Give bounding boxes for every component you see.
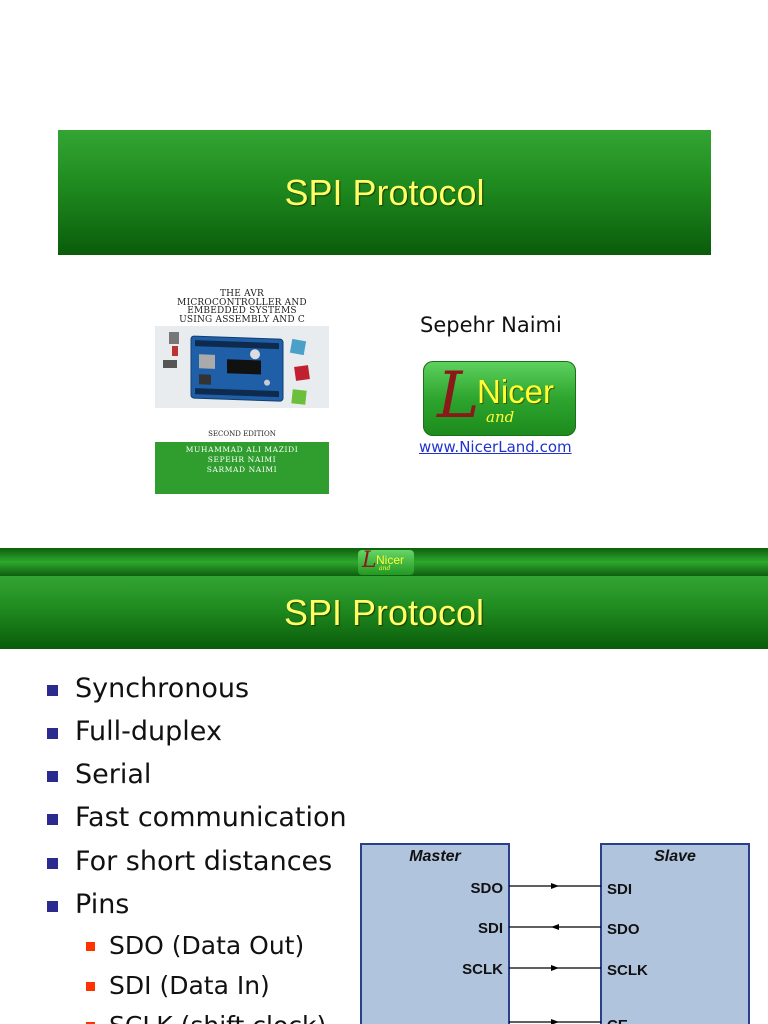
master-pin-sdo: SDO — [470, 880, 503, 897]
master-pin-sdi: SDI — [478, 920, 503, 937]
book-authors: MUHAMMAD ALI MAZIDI SEPEHR NAIMI SARMAD … — [155, 442, 329, 494]
website-link[interactable]: www.NicerLand.com — [419, 438, 572, 456]
slide-title: SPI Protocol — [284, 171, 485, 213]
arrow-left-icon — [551, 924, 559, 930]
square-sub-bullet-icon — [86, 942, 95, 951]
book-cover: THE AVR MICROCONTROLLER AND EMBEDDED SYS… — [155, 288, 329, 494]
content-slide: L Nicer and SPI Protocol Synchronous Ful… — [0, 548, 768, 1024]
spi-diagram: Master Slave SDO SDI SCLK SDI SDO SCLK C… — [360, 843, 750, 1024]
slave-pin-sdi: SDI — [607, 881, 632, 898]
title-slide: SPI Protocol THE AVR MICROCONTROLLER AND… — [58, 130, 711, 494]
slave-pin-sclk: SCLK — [607, 962, 648, 979]
master-box — [360, 843, 510, 1024]
arrow-right-icon — [551, 965, 559, 971]
nicerland-logo: L Nicer and — [423, 361, 576, 436]
slide-title: SPI Protocol — [283, 591, 485, 633]
slave-label: Slave — [654, 848, 696, 865]
square-bullet-icon — [47, 814, 58, 825]
square-bullet-icon — [47, 771, 58, 782]
master-label: Master — [409, 848, 461, 865]
arrow-right-icon — [551, 1019, 559, 1024]
square-sub-bullet-icon — [86, 1022, 95, 1024]
square-bullet-icon — [47, 901, 58, 912]
slave-pin-ce: CE — [607, 1017, 628, 1024]
title-banner: SPI Protocol — [58, 130, 711, 255]
arrow-right-icon — [551, 883, 559, 889]
mini-nicerland-logo: L Nicer and — [358, 548, 414, 575]
bullet-list: Synchronous Full-duplex Serial Fast comm… — [0, 548, 768, 1024]
square-bullet-icon — [47, 858, 58, 869]
slave-box — [600, 843, 750, 1024]
slave-pin-sdo: SDO — [607, 921, 640, 938]
square-sub-bullet-icon — [86, 982, 95, 991]
author-name: Sepehr Naimi — [420, 313, 562, 337]
book-title: THE AVR MICROCONTROLLER AND EMBEDDED SYS… — [177, 289, 307, 325]
book-edition: SECOND EDITION — [208, 430, 276, 438]
arduino-board-image — [155, 326, 329, 408]
square-bullet-icon — [47, 728, 58, 739]
slide-title-bar: SPI Protocol — [0, 576, 768, 649]
square-bullet-icon — [47, 685, 58, 696]
master-pin-sclk: SCLK — [462, 961, 503, 978]
header-strip: L Nicer and — [0, 548, 768, 576]
